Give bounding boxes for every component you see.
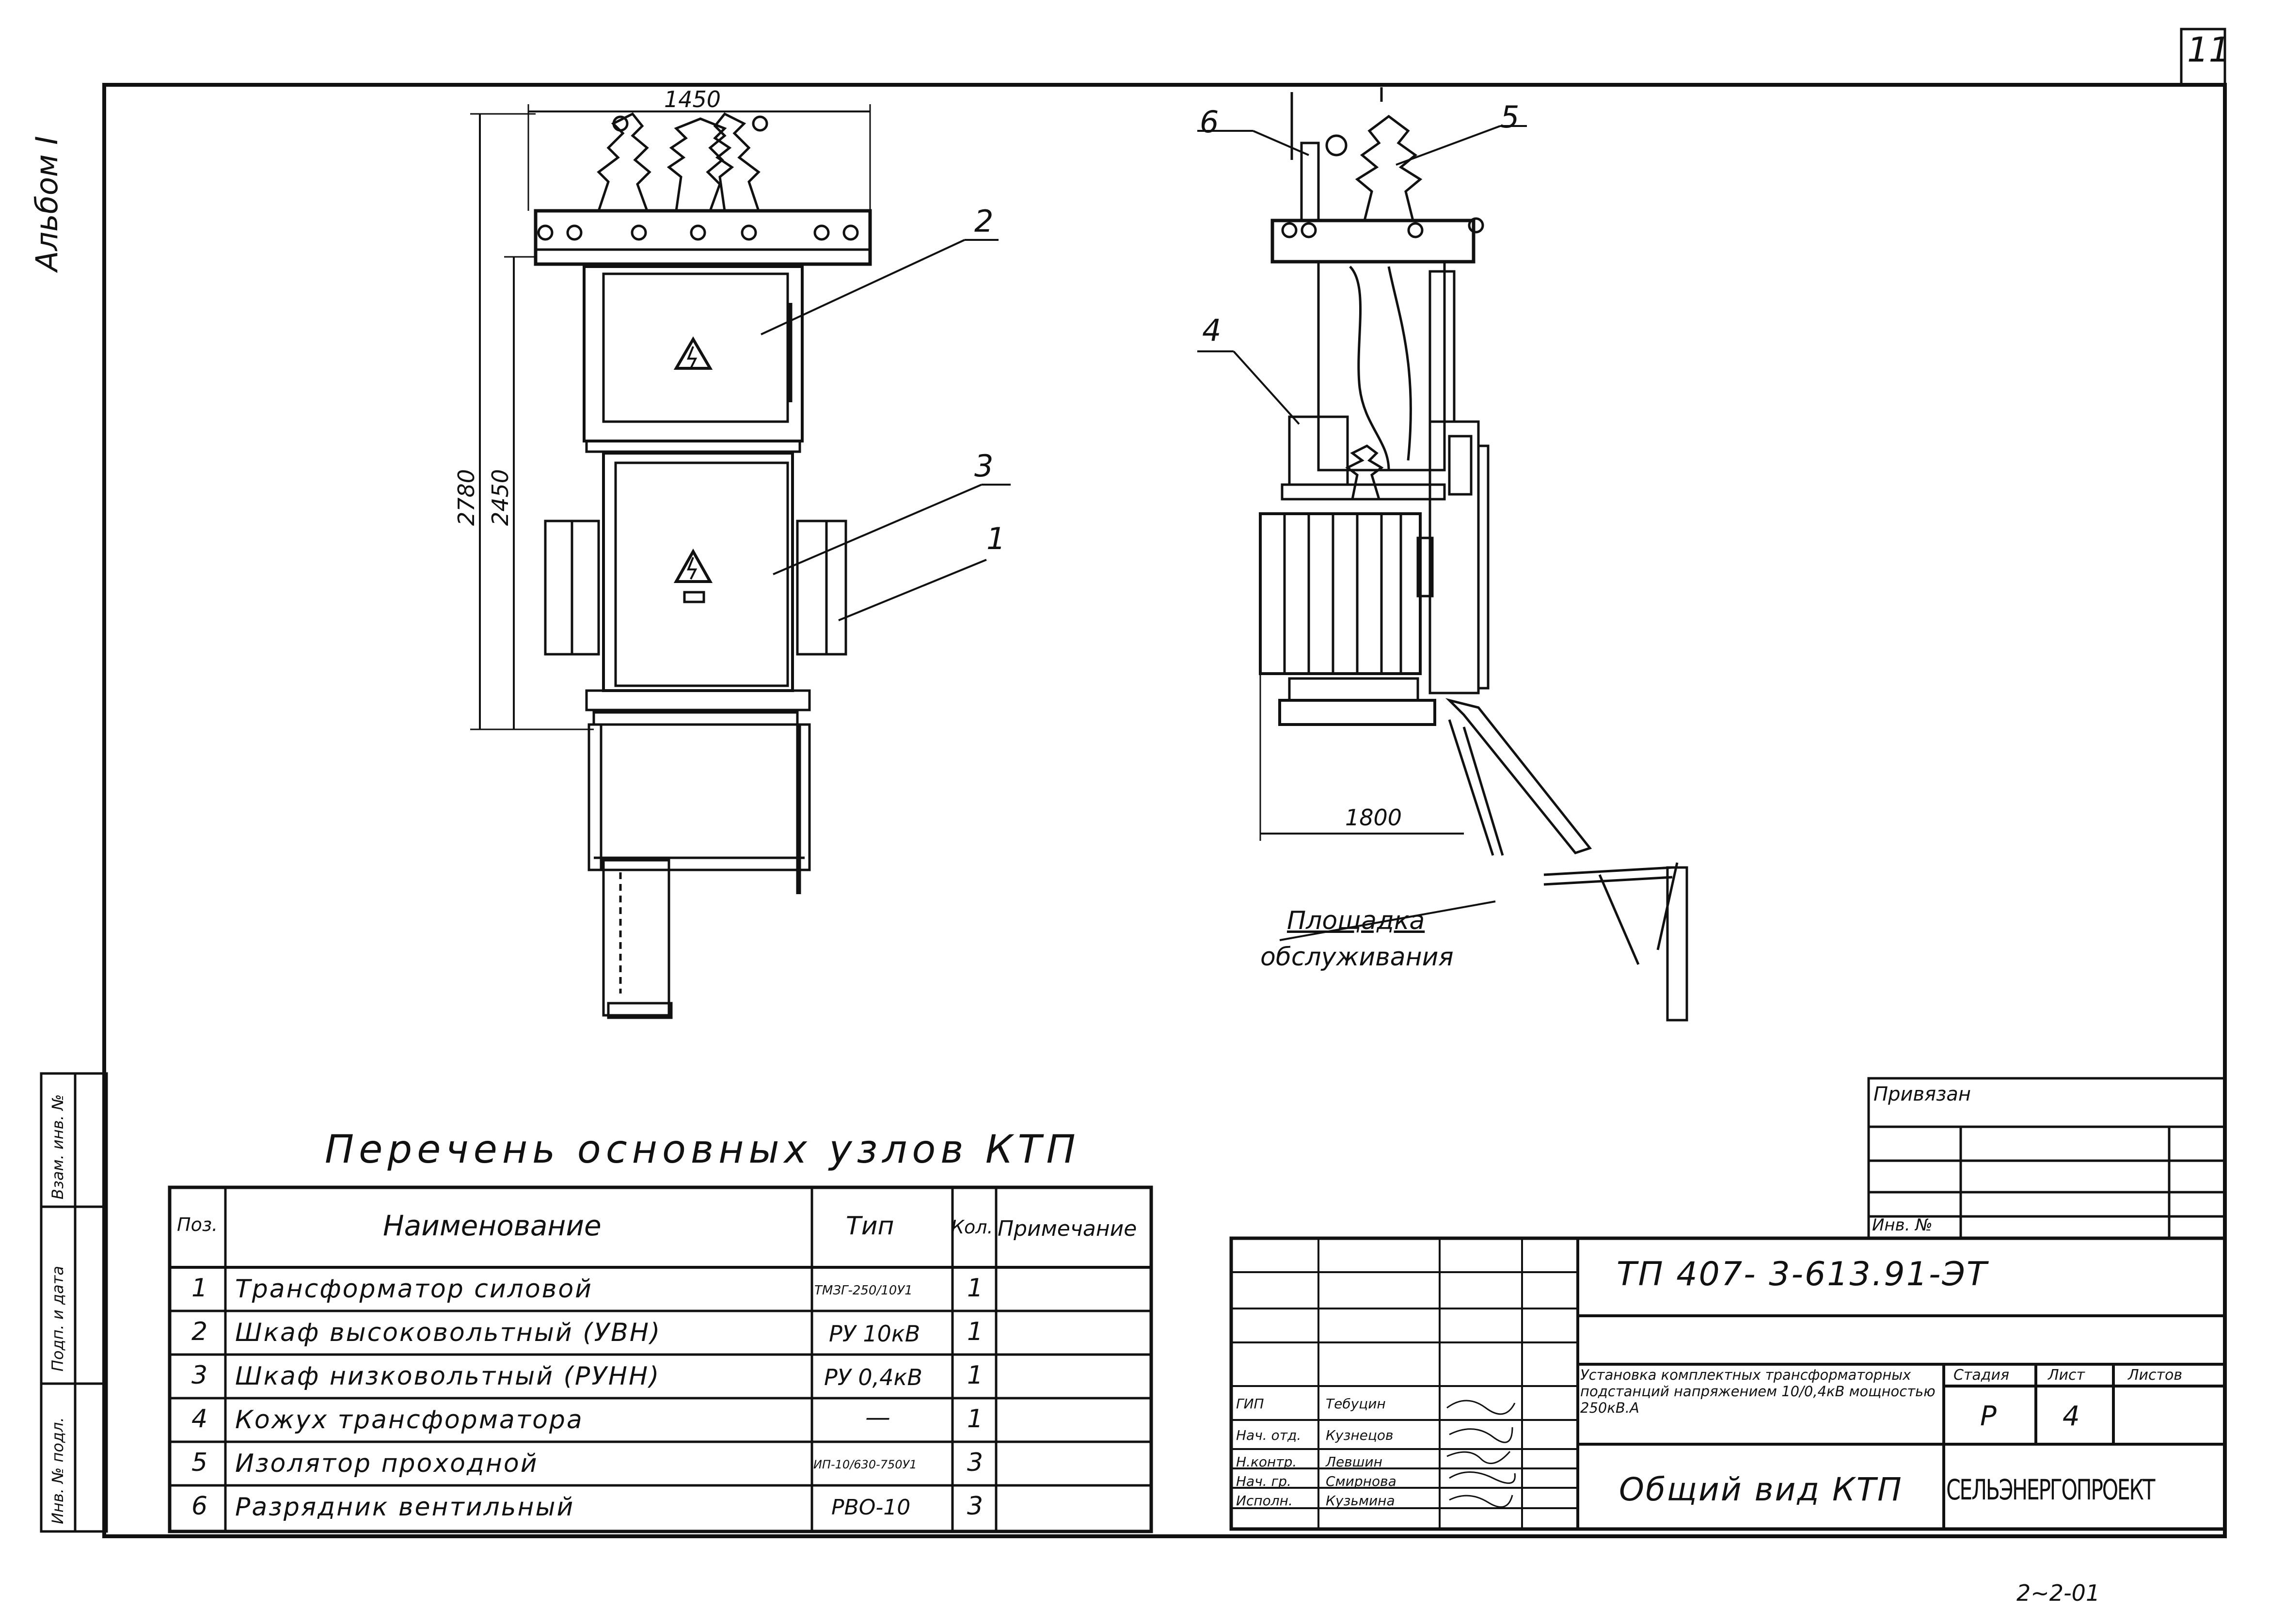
row-type: РУ 0,4кВ — [824, 1364, 922, 1390]
signature-role: Н.контр. — [1236, 1454, 1297, 1470]
side-view — [1197, 87, 1688, 1022]
row-name: Трансформатор силовой — [235, 1275, 593, 1304]
header-type: Тип — [846, 1212, 894, 1241]
stamp-original-inv: Инв. № подл. — [48, 1417, 67, 1524]
signature-role: Нач. гр. — [1236, 1473, 1291, 1489]
signature-role: ГИП — [1236, 1396, 1264, 1412]
header-note: Примечание — [998, 1216, 1137, 1241]
signature-role: Нач. отд. — [1236, 1427, 1301, 1443]
callout-5: 5 — [1500, 99, 1520, 135]
row-type: ИП-10/630-750У1 — [813, 1458, 917, 1471]
bushings-front — [597, 112, 768, 212]
stage-header: Стадия — [1953, 1367, 2010, 1384]
row-qty: 3 — [967, 1448, 984, 1477]
row-type: ТМЗГ-250/10У1 — [814, 1283, 913, 1298]
dim-depth-label: 1800 — [1345, 804, 1402, 831]
row-qty: 3 — [967, 1492, 984, 1521]
callout-6: 6 — [1200, 104, 1219, 140]
side-stamp-grid — [40, 1072, 108, 1533]
row-pos: 2 — [191, 1317, 208, 1346]
parts-table-grid — [168, 1185, 1153, 1533]
row-pos: 3 — [191, 1361, 208, 1390]
sheets-header: Листов — [2128, 1367, 2183, 1384]
dim-width-label: 1450 — [664, 86, 721, 112]
row-name: Изолятор проходной — [235, 1449, 539, 1478]
stamp-sign-date: Подп. и дата — [48, 1266, 67, 1372]
hv-cabinet-front — [583, 265, 804, 442]
row-name: Шкаф низковольтный (РУНН) — [235, 1362, 661, 1391]
doc-description: Установка комплектных трансформаторных п… — [1580, 1367, 1936, 1416]
signature-name: Смирнова — [1326, 1473, 1396, 1489]
sheet-title: Общий вид КТП — [1619, 1471, 1903, 1508]
parts-list-title: Перечень основных узлов КТП — [325, 1127, 1080, 1172]
row-pos: 6 — [191, 1492, 208, 1521]
row-qty: 1 — [967, 1274, 984, 1303]
dim-height-total-label: 2780 — [453, 469, 479, 526]
row-name: Кожух трансформатора — [235, 1405, 584, 1435]
front-view — [470, 104, 1011, 1019]
stage-value: Р — [1980, 1401, 1997, 1432]
sheet-number: 11 — [2187, 30, 2231, 70]
row-qty: 1 — [967, 1317, 984, 1346]
header-name: Наименование — [383, 1209, 602, 1242]
sheet-number-box — [2180, 28, 2226, 86]
signature-name: Кузнецов — [1326, 1427, 1394, 1443]
row-name: Разрядник вентильный — [235, 1493, 575, 1522]
signature-name: Тебуцин — [1326, 1396, 1386, 1412]
platform-label-line2: обслуживания — [1260, 943, 1454, 972]
platform-label-line1: Площадка — [1287, 906, 1425, 935]
sheet-header: Лист — [2048, 1367, 2085, 1384]
row-type: РВО-10 — [831, 1495, 911, 1520]
sheet-value: 4 — [2063, 1401, 2080, 1432]
album-label: Альбом I — [29, 136, 64, 271]
privyazan-label: Привязан — [1873, 1083, 1971, 1105]
signature-name: Левшин — [1326, 1454, 1382, 1470]
row-pos: 4 — [191, 1404, 208, 1434]
signature-name: Кузьмина — [1326, 1493, 1395, 1509]
row-qty: 1 — [967, 1404, 984, 1434]
stamp-replacement-inv: Взам. инв. № — [48, 1094, 67, 1199]
service-platform — [1445, 698, 1688, 1022]
sheet-frame — [102, 83, 2227, 1538]
doc-code: ТП 407- 3-613.91-ЭТ — [1617, 1255, 1988, 1293]
organization-name: СЕЛЬЭНЕРГОПРОЕКТ — [1946, 1473, 2155, 1506]
support-frame-front — [587, 723, 811, 871]
bottom-mark: 2~2-01 — [2016, 1580, 2100, 1606]
title-block-grid — [1229, 1236, 2227, 1531]
transformer-tank-side — [1259, 512, 1422, 675]
header-qty: Кол. — [951, 1216, 993, 1238]
row-name: Шкаф высоковольтный (УВН) — [235, 1318, 662, 1347]
plate-bolts — [537, 224, 859, 241]
lv-cabinet-front — [602, 452, 794, 692]
callout-1: 1 — [986, 521, 1006, 556]
dim-height-cabinet-label: 2450 — [487, 469, 513, 526]
callout-3: 3 — [974, 448, 994, 484]
row-type: РУ 10кВ — [829, 1321, 920, 1347]
callout-2: 2 — [974, 204, 994, 239]
row-type: — — [865, 1403, 890, 1432]
callout-4: 4 — [1202, 313, 1222, 348]
privyazan-inv-label: Инв. № — [1872, 1215, 1933, 1235]
row-pos: 1 — [191, 1274, 208, 1303]
header-pos: Поз. — [177, 1214, 218, 1235]
row-qty: 1 — [967, 1361, 984, 1390]
hv-cabinet-side — [1317, 260, 1446, 472]
signature-scribbles — [1446, 1400, 1516, 1508]
row-pos: 5 — [191, 1448, 208, 1477]
signature-role: Исполн. — [1236, 1493, 1293, 1509]
